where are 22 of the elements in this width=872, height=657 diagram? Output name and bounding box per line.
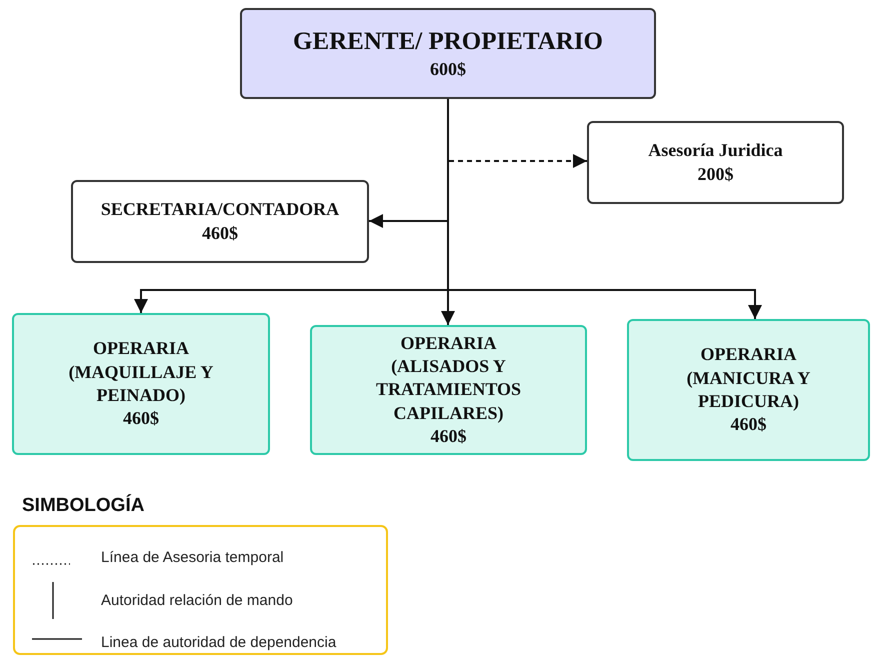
advisory-box [587,121,844,204]
role-title: SECRETARIA/CONTADORA [100,198,340,222]
legend-text: Linea de autoridad de dependencia [101,634,336,651]
role-title: OPERARIA (MAQUILLAJE Y PEINADO) [68,337,214,407]
manager-box [240,8,656,99]
salary-label: 600$ [430,58,466,82]
salary-label: 460$ [202,222,238,244]
role-title: Asesoría Juridica [648,139,783,162]
operator-box [310,325,587,455]
role-title: OPERARIA (MANICURA Y PEDICURA) [686,343,812,413]
role-title: GERENTE/ PROPIETARIO [293,26,603,57]
legend-text: Línea de Asesoria temporal [101,549,284,566]
salary-label: 460$ [123,407,159,430]
salary-label: 460$ [430,425,466,448]
secretary-box [71,180,369,263]
salary-label: 200$ [698,162,734,186]
salary-label: 460$ [730,413,766,436]
role-title: OPERARIA (ALISADOS Y TRATAMIENTOS CAPILARES) [374,332,522,425]
operator-box [12,313,270,455]
legend-text: Autoridad relación de mando [101,592,293,609]
operator-box [627,319,870,461]
legend-heading: SIMBOLOGÍA [22,495,144,517]
